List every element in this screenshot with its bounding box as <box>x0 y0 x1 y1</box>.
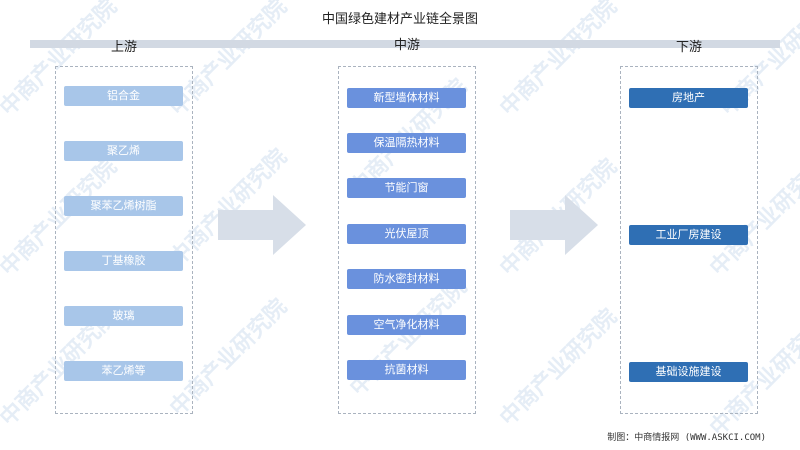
midstream-node: 抗菌材料 <box>347 360 466 380</box>
downstream-column <box>620 66 758 414</box>
downstream-node: 基础设施建设 <box>629 362 748 382</box>
downstream-node: 房地产 <box>629 88 748 108</box>
upstream-node: 铝合金 <box>64 86 183 106</box>
upstream-column <box>55 66 193 414</box>
midstream-node: 保温隔热材料 <box>347 133 466 153</box>
upstream-title: 上游 <box>110 40 137 55</box>
watermark-text: 中商产业研究院 <box>495 304 623 432</box>
upstream-node: 聚苯乙烯树脂 <box>64 196 183 216</box>
midstream-column <box>338 66 476 414</box>
upstream-node: 玻璃 <box>64 306 183 326</box>
midstream-node: 新型墙体材料 <box>347 88 466 108</box>
upstream-node: 聚乙烯 <box>64 141 183 161</box>
flow-arrow-icon <box>218 195 306 255</box>
midstream-node: 防水密封材料 <box>347 269 466 289</box>
midstream-title: 中游 <box>393 38 420 53</box>
source-footer: 制图：中商情报网 (WWW.ASKCI.COM) <box>607 433 766 443</box>
midstream-node: 光伏屋顶 <box>347 224 466 244</box>
upstream-node: 丁基橡胶 <box>64 251 183 271</box>
diagram-title: 中国绿色建材产业链全景图 <box>321 12 478 27</box>
upstream-node: 苯乙烯等 <box>64 361 183 381</box>
downstream-node: 工业厂房建设 <box>629 225 748 245</box>
header-bar <box>30 40 780 48</box>
midstream-node: 节能门窗 <box>347 178 466 198</box>
midstream-node: 空气净化材料 <box>347 315 466 335</box>
downstream-title: 下游 <box>675 40 702 55</box>
flow-arrow-icon <box>510 195 598 255</box>
